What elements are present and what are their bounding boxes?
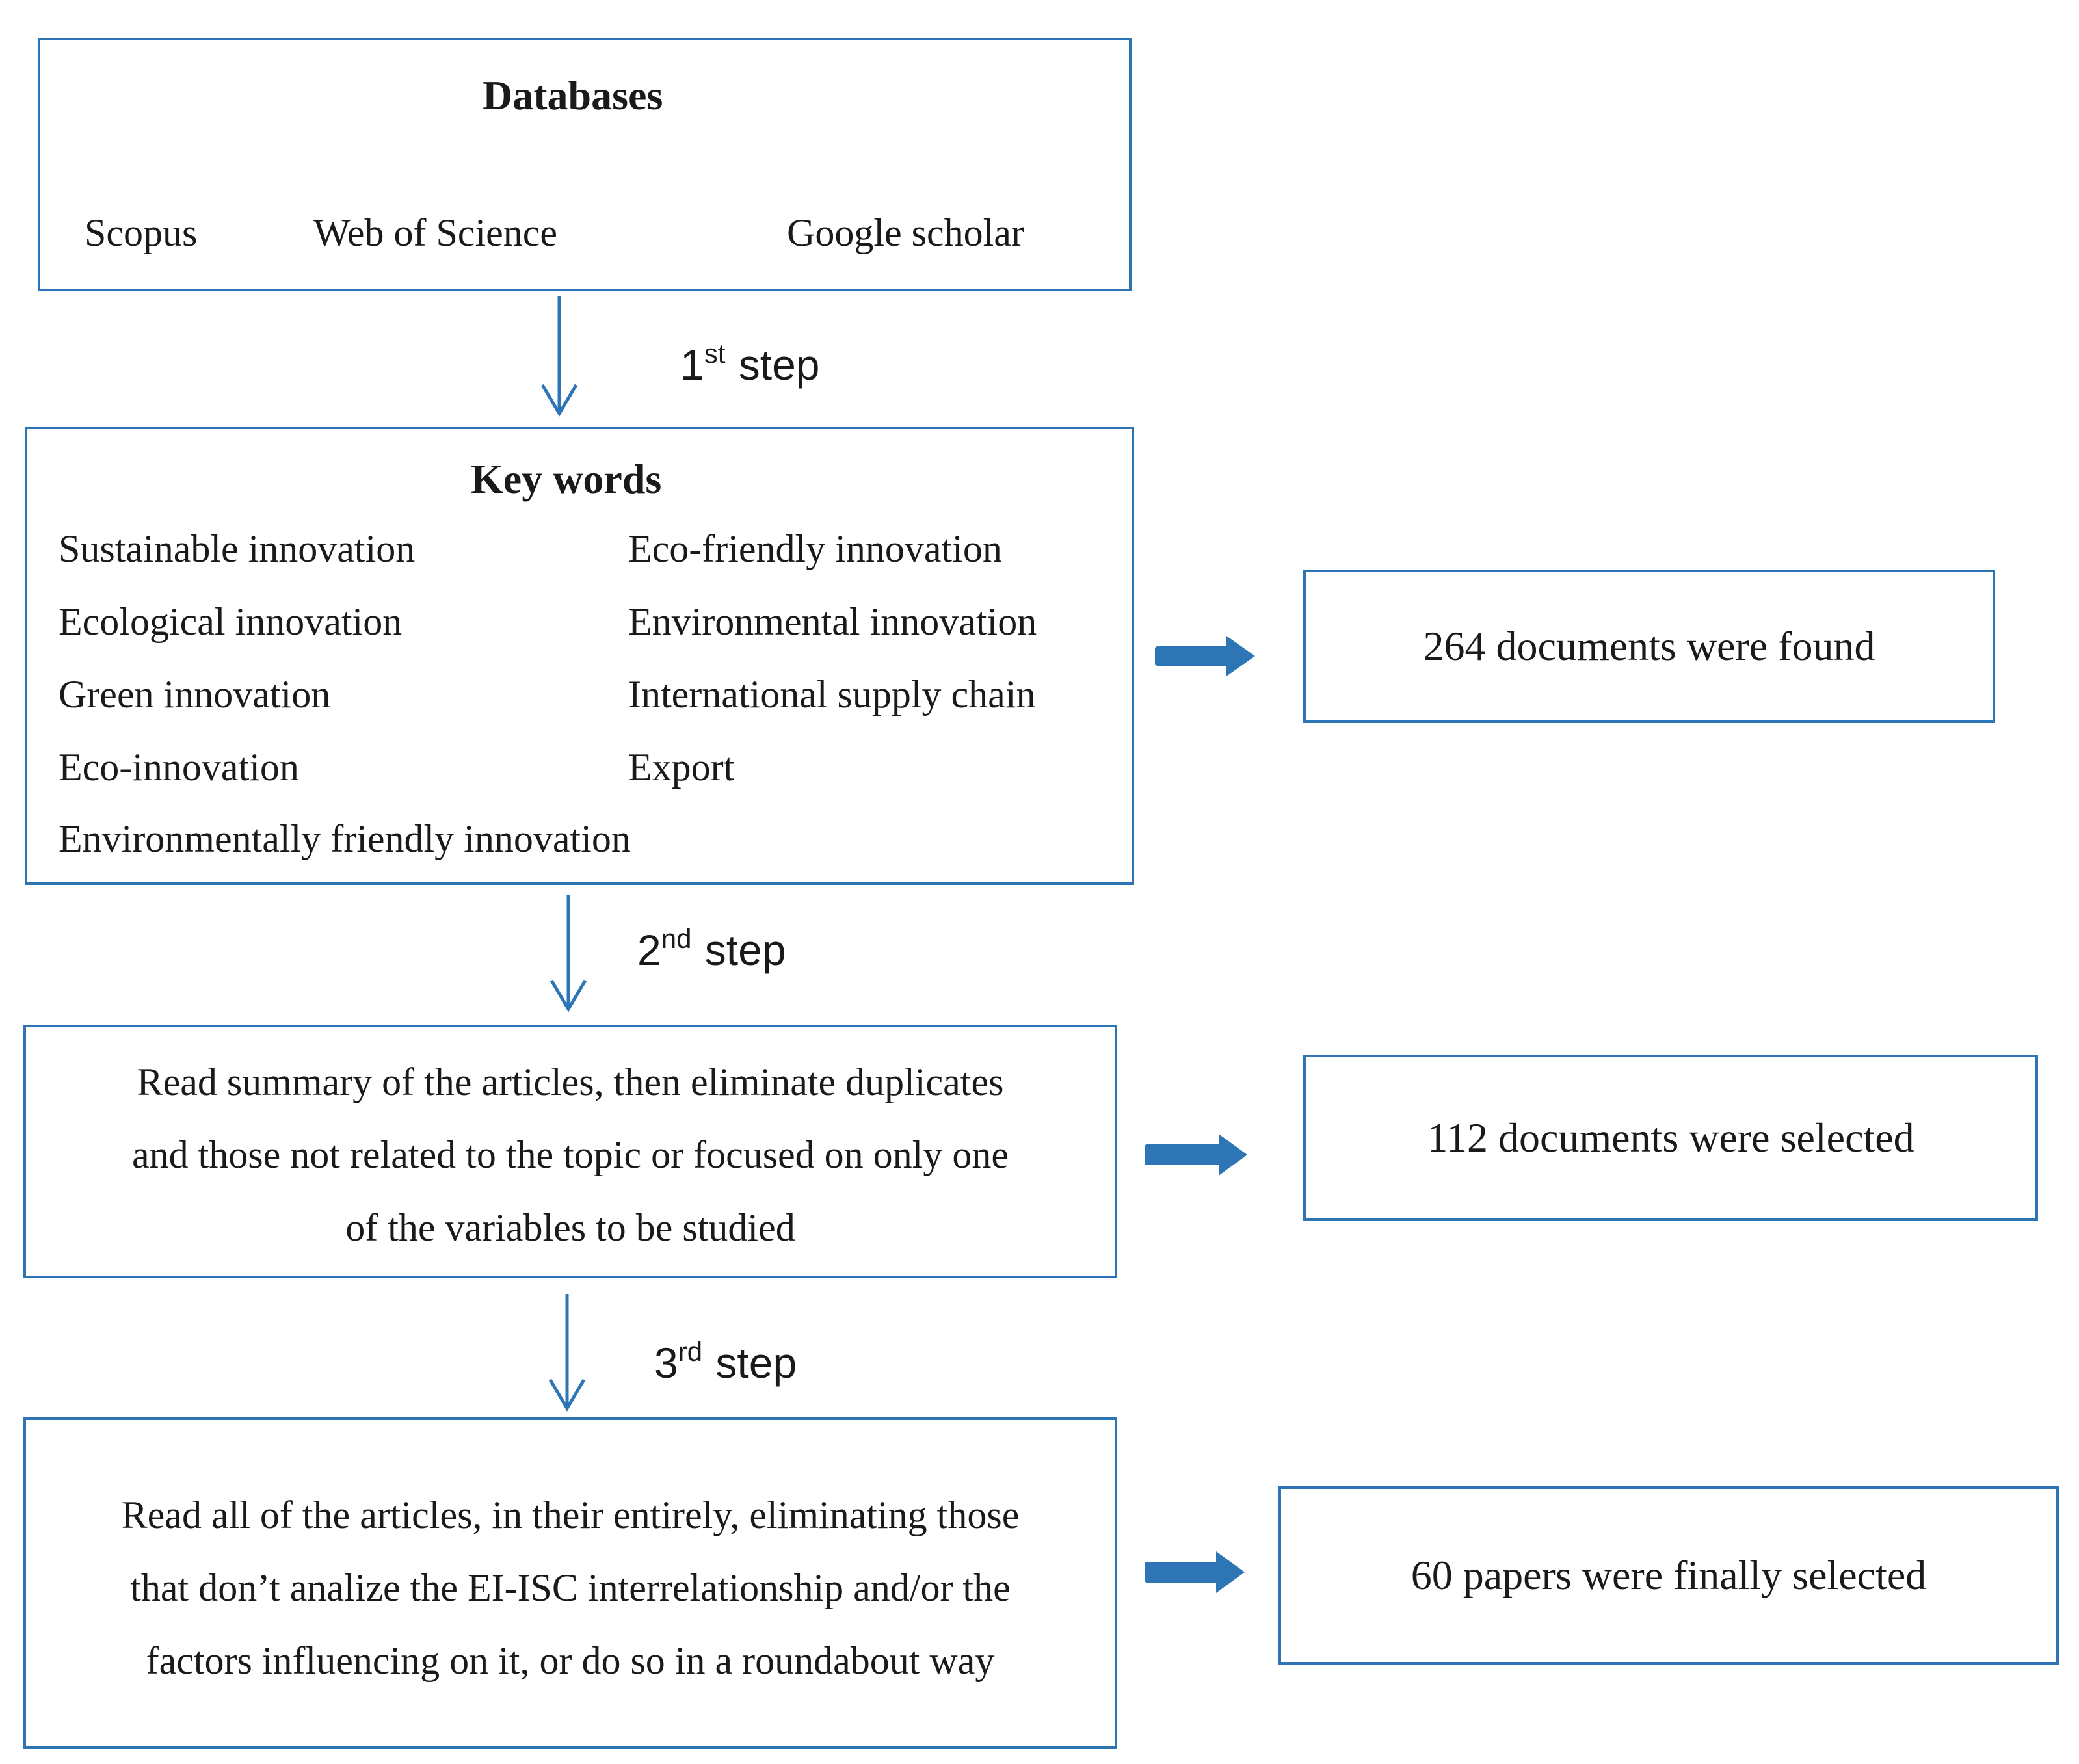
step-2-suffix: nd xyxy=(661,923,692,954)
step-2-label: 2nd step xyxy=(637,923,786,975)
fulltext-box: Read all of the articles, in their entir… xyxy=(23,1417,1117,1749)
databases-title: Databases xyxy=(483,72,663,118)
step-1-number: 1 xyxy=(680,341,704,389)
step-3-label: 3rd step xyxy=(654,1336,797,1388)
screening-box: Read summary of the articles, then elimi… xyxy=(23,1025,1117,1278)
step-1-suffix: st xyxy=(704,338,726,369)
result-final-text: 60 papers were finally selected xyxy=(1410,1552,1927,1598)
keyword-green-innovation: Green innovation xyxy=(59,673,331,716)
step-3-number: 3 xyxy=(654,1339,678,1387)
result-box-selected: 112 documents were selected xyxy=(1303,1055,2038,1221)
step-3-word: step xyxy=(715,1339,797,1387)
keyword-international-supply-chain: International supply chain xyxy=(628,673,1036,716)
step-1-label: 1st step xyxy=(680,338,819,389)
keyword-ecological-innovation: Ecological innovation xyxy=(59,600,403,643)
fulltext-line-2: that don’t analize the EI-ISC interrelat… xyxy=(130,1566,1011,1609)
keyword-export: Export xyxy=(628,746,735,789)
down-arrow-2 xyxy=(550,895,587,1012)
keyword-environmentally-friendly-innovation: Environmentally friendly innovation xyxy=(59,817,631,860)
keyword-eco-friendly-innovation: Eco-friendly innovation xyxy=(628,527,1002,570)
fulltext-text: Read all of the articles, in their entir… xyxy=(26,1479,1115,1697)
down-arrow-1 xyxy=(540,296,578,417)
step-2-word: step xyxy=(704,926,786,974)
keyword-eco-innovation: Eco-innovation xyxy=(59,746,299,789)
result-selected-text: 112 documents were selected xyxy=(1427,1114,1914,1161)
screening-line-1: Read summary of the articles, then elimi… xyxy=(137,1060,1004,1103)
database-web-of-science: Web of Science xyxy=(313,211,557,254)
step-3-suffix: rd xyxy=(678,1336,703,1367)
databases-box: Databases Scopus Web of Science Google s… xyxy=(38,38,1132,291)
right-arrow-1 xyxy=(1155,636,1255,676)
screening-text: Read summary of the articles, then elimi… xyxy=(26,1046,1115,1264)
keyword-sustainable-innovation: Sustainable innovation xyxy=(59,527,416,570)
step-2-number: 2 xyxy=(637,926,661,974)
keywords-box: Key words Sustainable innovation Ecologi… xyxy=(25,427,1134,885)
screening-line-2: and those not related to the topic or fo… xyxy=(132,1133,1009,1176)
keywords-title: Key words xyxy=(471,456,662,502)
database-scopus: Scopus xyxy=(85,211,198,254)
result-found-text: 264 documents were found xyxy=(1423,623,1875,669)
screening-line-3: of the variables to be studied xyxy=(345,1206,795,1249)
keyword-environmental-innovation: Environmental innovation xyxy=(628,600,1037,643)
result-box-final: 60 papers were finally selected xyxy=(1278,1486,2059,1665)
right-arrow-2 xyxy=(1145,1134,1247,1176)
result-box-found: 264 documents were found xyxy=(1303,570,1995,723)
fulltext-line-3: factors influencing on it, or do so in a… xyxy=(146,1639,995,1682)
step-1-word: step xyxy=(738,341,820,389)
right-arrow-3 xyxy=(1145,1551,1245,1593)
database-google-scholar: Google scholar xyxy=(787,211,1024,254)
down-arrow-3 xyxy=(548,1294,586,1412)
fulltext-line-1: Read all of the articles, in their entir… xyxy=(121,1494,1020,1536)
